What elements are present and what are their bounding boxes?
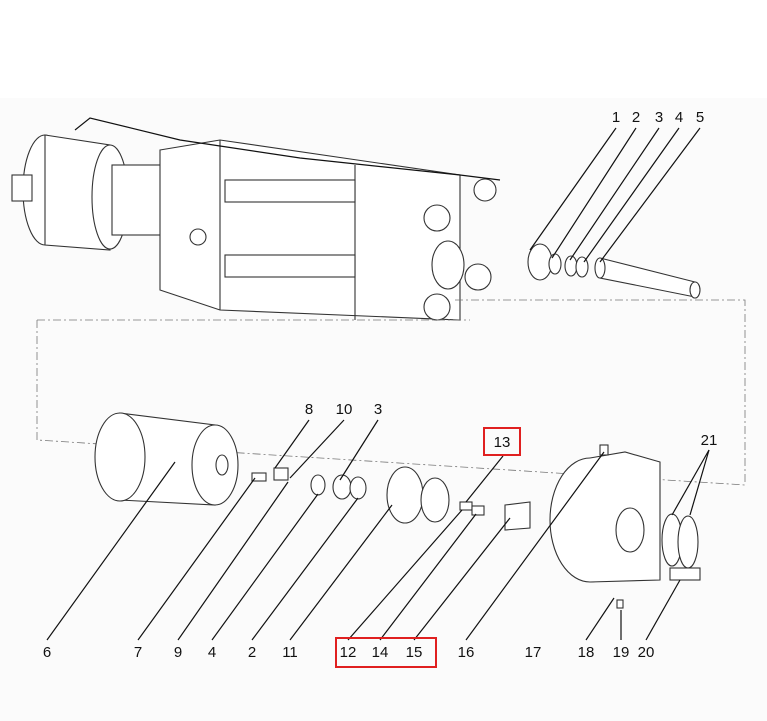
highlight-box-13 [483, 427, 521, 456]
top-parts [527, 243, 701, 299]
label-3: 3 [655, 109, 663, 126]
label-21: 21 [701, 432, 718, 449]
label-14: 14 [372, 644, 389, 661]
cylinder-assembly [11, 117, 501, 321]
label-2: 2 [632, 109, 640, 126]
label-18: 18 [578, 644, 595, 661]
lower-parts [94, 412, 701, 609]
label-12: 12 [340, 644, 357, 661]
label-19: 19 [613, 644, 630, 661]
label-3b: 3 [374, 401, 382, 418]
label-4: 4 [675, 109, 683, 126]
label-13: 13 [494, 434, 511, 451]
label-10: 10 [336, 401, 353, 418]
label-11: 11 [282, 644, 298, 661]
label-9: 9 [174, 644, 182, 661]
label-16: 16 [458, 644, 475, 661]
label-20: 20 [638, 644, 655, 661]
leader-lines [46, 127, 710, 641]
label-17: 17 [525, 644, 542, 661]
highlight-box-12-14-15 [335, 637, 437, 668]
label-6: 6 [43, 644, 51, 661]
label-4b: 4 [208, 644, 216, 661]
label-5: 5 [696, 109, 704, 126]
label-2b: 2 [248, 644, 256, 661]
label-8: 8 [305, 401, 313, 418]
label-7: 7 [134, 644, 142, 661]
label-15: 15 [406, 644, 423, 661]
label-1: 1 [612, 109, 620, 126]
